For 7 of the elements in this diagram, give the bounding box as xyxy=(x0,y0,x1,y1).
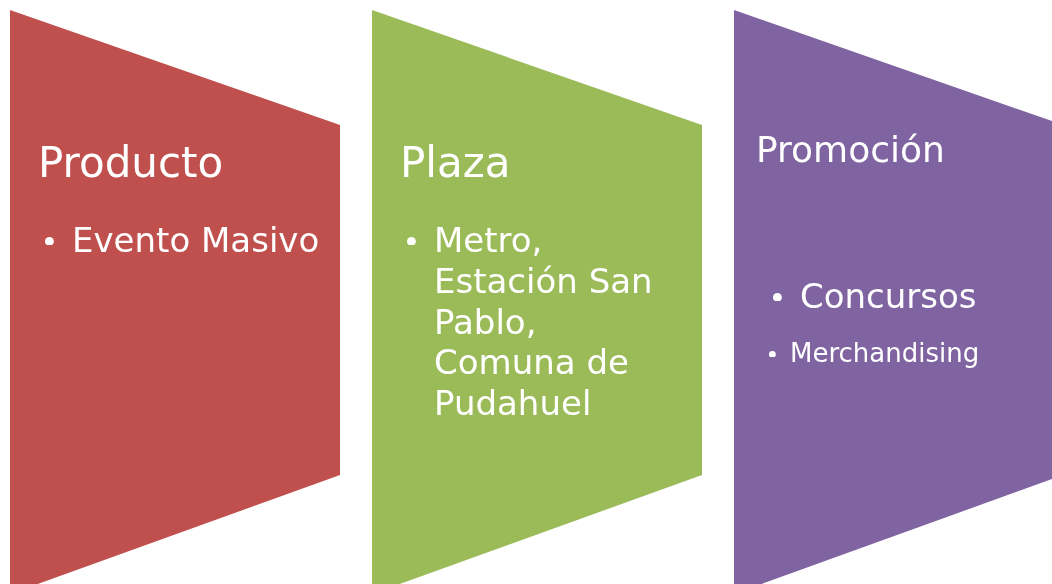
heading: Producto xyxy=(38,138,225,189)
bullet-item: Metro, Estación San Pablo, Comuna de Pudahuel xyxy=(434,220,654,424)
bullet-item: Concursos xyxy=(800,276,978,317)
heading: Promoción xyxy=(756,128,946,172)
bullet-item: Merchandising xyxy=(790,338,981,370)
bullet-item: Evento Masivo xyxy=(72,220,321,261)
heading: Plaza xyxy=(400,138,512,189)
